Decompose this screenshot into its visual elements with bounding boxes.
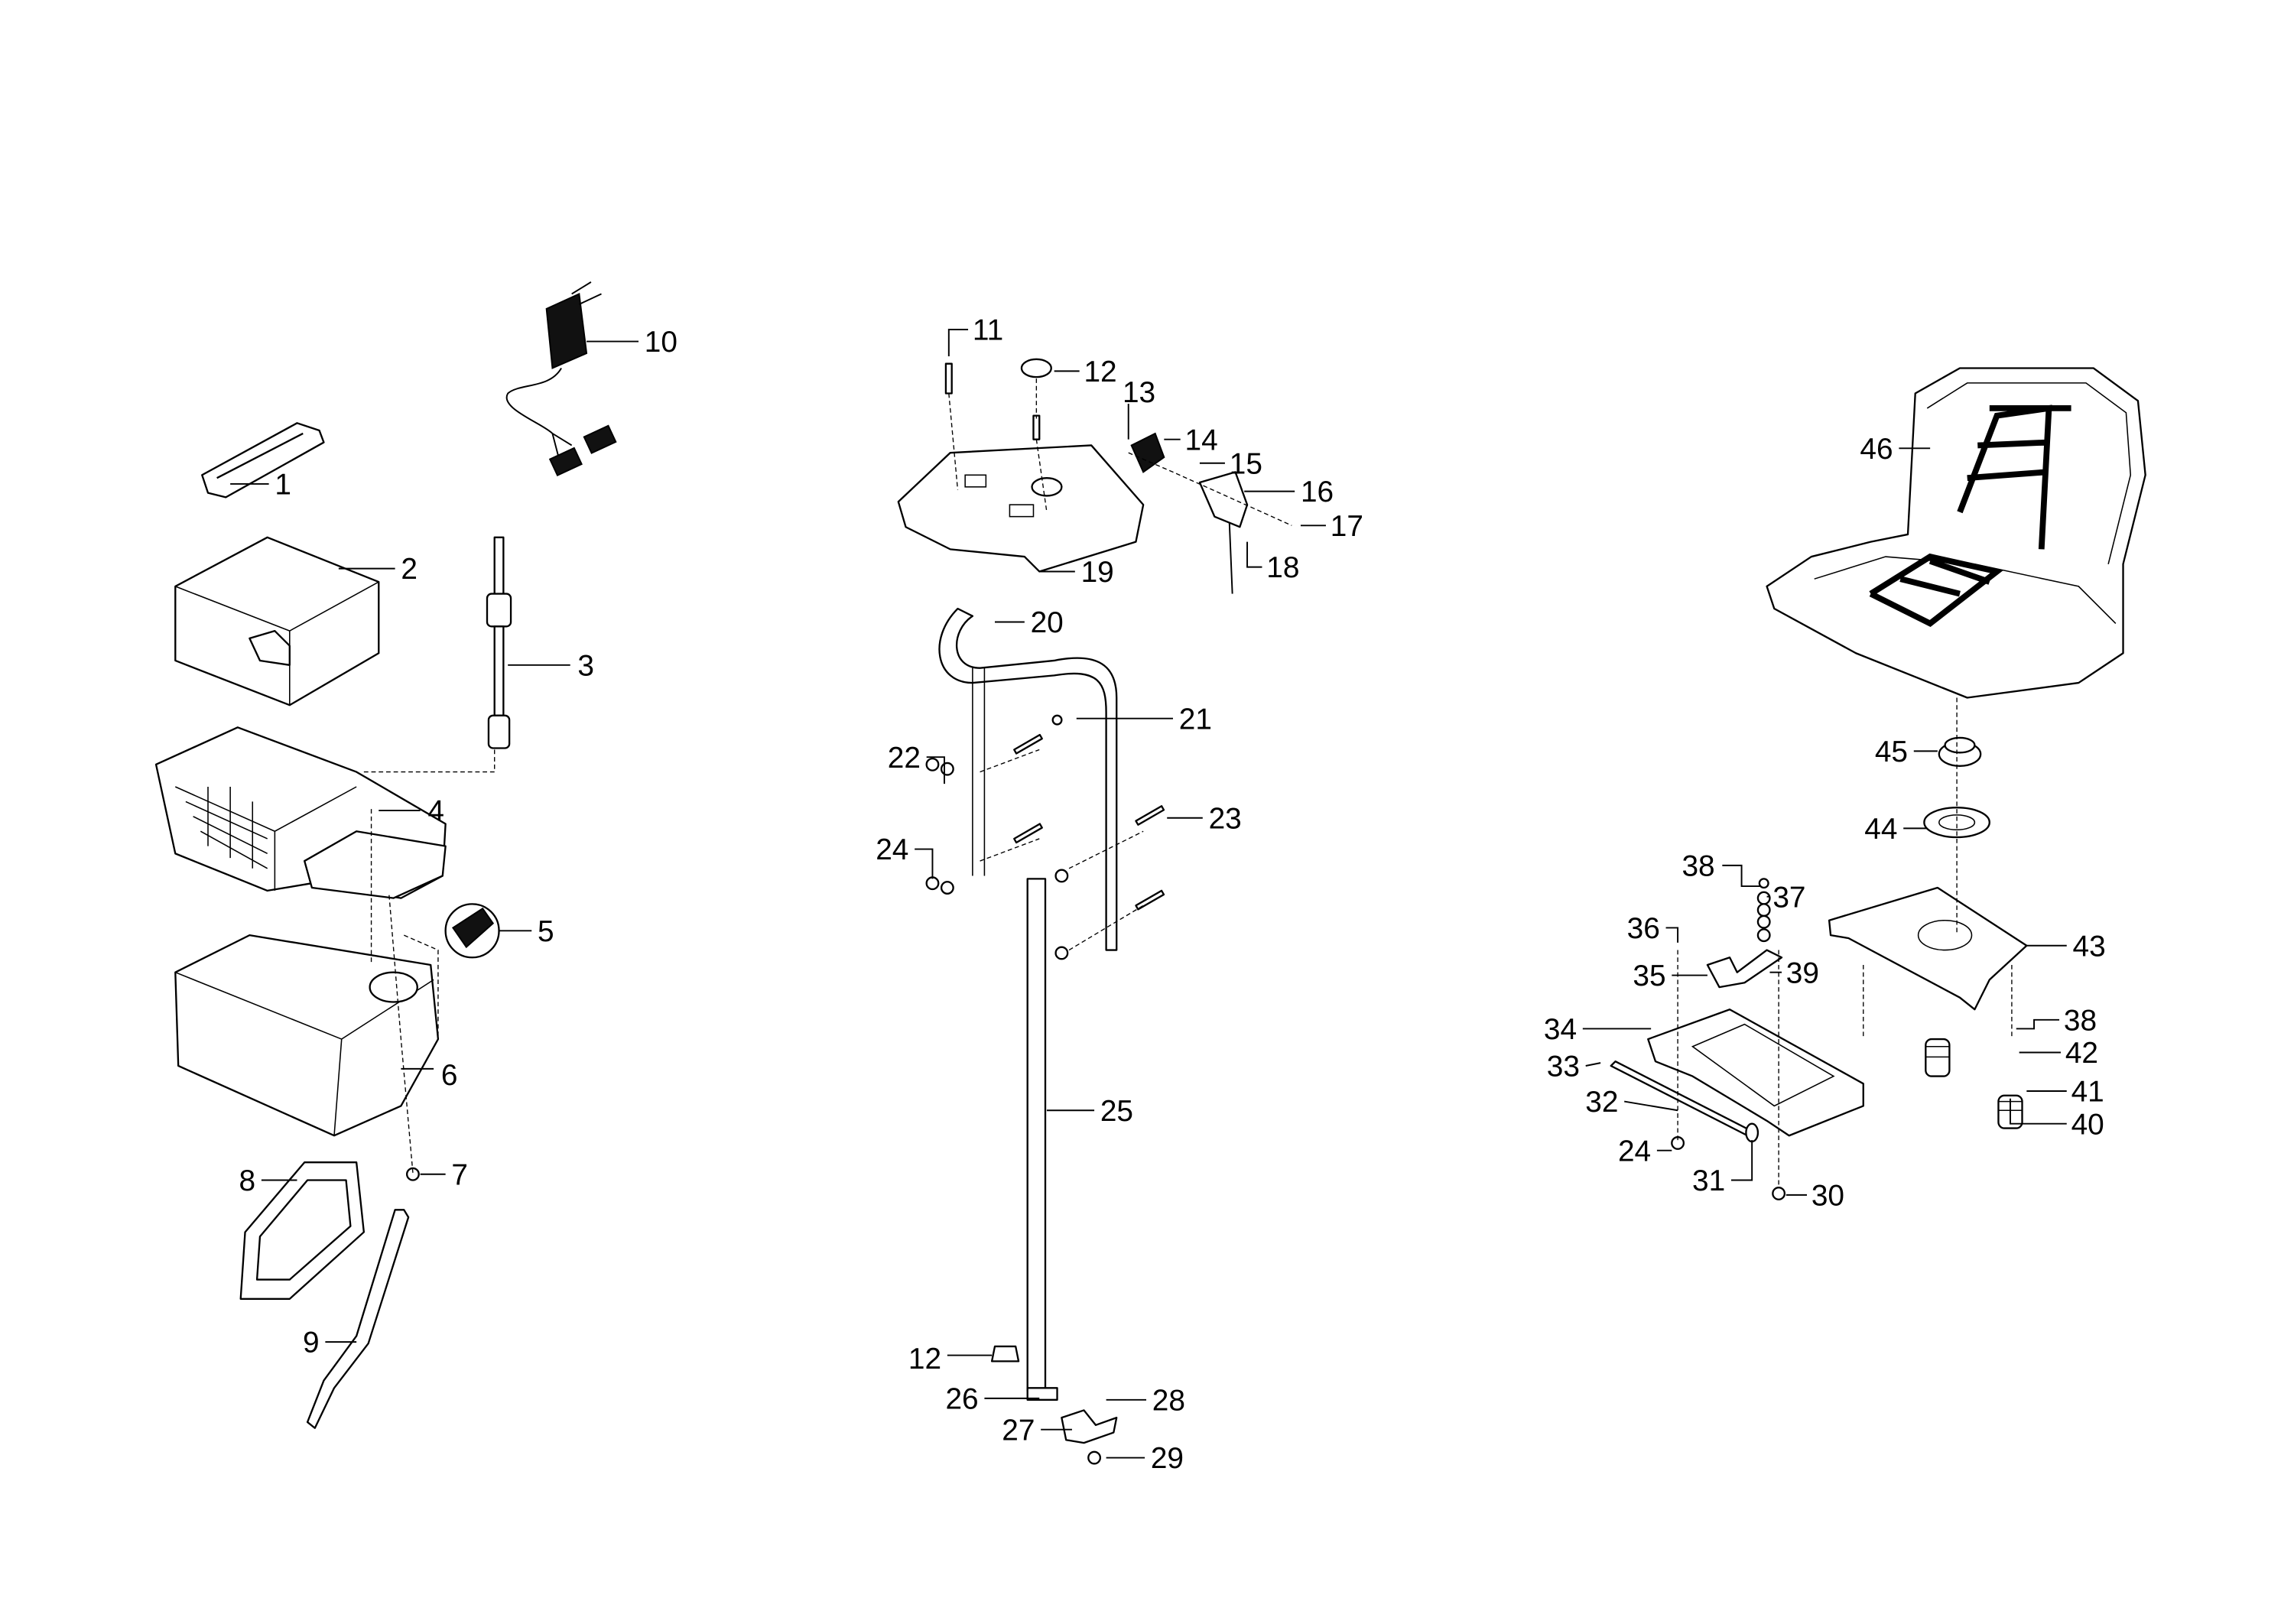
part-45-swivel xyxy=(1938,736,1982,767)
callout-39: 39 xyxy=(1786,957,1819,989)
part-43-seat-plate xyxy=(1828,886,2028,1011)
callout-26: 26 xyxy=(945,1382,978,1415)
part-35-bracket xyxy=(1706,949,1783,989)
callout-13: 13 xyxy=(1123,376,1155,409)
callout-12: 12 xyxy=(1084,356,1116,388)
callout-leader-line xyxy=(915,848,934,879)
part-3-sensor xyxy=(486,536,512,749)
callout-3: 3 xyxy=(577,649,594,682)
callout-7: 7 xyxy=(451,1158,468,1191)
callout-33: 33 xyxy=(1547,1051,1580,1083)
part-14-knob xyxy=(1130,432,1165,473)
part-27-bracket xyxy=(1061,1409,1118,1444)
callout-14: 14 xyxy=(1185,424,1218,456)
part-31-pin-head xyxy=(1745,1122,1759,1143)
callout-leader-line xyxy=(2016,1018,2060,1030)
part-46-seat xyxy=(1766,367,2146,699)
callout-leader-line xyxy=(1246,541,1262,568)
callout-5: 5 xyxy=(538,915,554,948)
part-25-steering-tube xyxy=(1026,878,1058,1401)
callout-18: 18 xyxy=(1266,551,1299,584)
callout-23: 23 xyxy=(1209,802,1242,835)
callout-45: 45 xyxy=(1875,736,1908,768)
callout-leader-line xyxy=(1665,927,1679,943)
callout-leader-line xyxy=(1585,1062,1601,1067)
part-44-mount-ring xyxy=(1923,807,1990,839)
part-4-battery-tray xyxy=(154,726,447,899)
callout-44: 44 xyxy=(1864,813,1897,846)
callout-9: 9 xyxy=(303,1327,320,1359)
part-16-switch-bracket xyxy=(1198,471,1249,528)
callout-leader-line xyxy=(2010,1098,2067,1125)
callout-leader-line xyxy=(926,756,945,784)
fasteners xyxy=(925,714,1165,960)
callout-24: 24 xyxy=(1618,1135,1651,1168)
callout-21: 21 xyxy=(1179,703,1212,736)
callout-36: 36 xyxy=(1627,912,1660,945)
callout-27: 27 xyxy=(1002,1414,1035,1447)
callout-19: 19 xyxy=(1081,556,1114,589)
assembly-lines xyxy=(363,378,2013,1188)
callout-37: 37 xyxy=(1772,881,1805,914)
callout-16: 16 xyxy=(1301,476,1334,508)
part-drawings xyxy=(154,281,2146,1465)
part-11-bolt xyxy=(944,362,953,395)
callout-25: 25 xyxy=(1100,1095,1133,1128)
callout-1: 1 xyxy=(275,469,291,502)
callout-12: 12 xyxy=(908,1343,941,1376)
part-12-screw xyxy=(1032,414,1041,440)
callout-35: 35 xyxy=(1633,960,1665,992)
callout-29: 29 xyxy=(1151,1442,1184,1475)
callout-34: 34 xyxy=(1544,1013,1577,1046)
callout-leader-line xyxy=(1722,864,1761,888)
part-5-knob xyxy=(444,903,500,959)
part-30-nut xyxy=(1772,1187,1786,1200)
part-37-washers xyxy=(1756,878,1771,943)
part-8-frame xyxy=(239,1161,366,1300)
callout-40: 40 xyxy=(2071,1108,2104,1141)
callout-38: 38 xyxy=(2064,1004,2097,1037)
part-19-plate xyxy=(897,444,1145,573)
callout-11: 11 xyxy=(973,314,1003,347)
callout-41: 41 xyxy=(2071,1076,2104,1109)
callout-8: 8 xyxy=(239,1164,256,1197)
callout-30: 30 xyxy=(1811,1179,1844,1212)
part-12-cap-lower xyxy=(990,1345,1020,1363)
part-9-hose xyxy=(306,1209,410,1429)
part-20-handle-frame xyxy=(938,607,1118,951)
callout-22: 22 xyxy=(888,742,921,775)
part-7-fitting xyxy=(405,1167,420,1181)
part-12-cap xyxy=(1020,358,1052,378)
callout-6: 6 xyxy=(441,1059,458,1092)
callout-leader-line xyxy=(947,329,969,356)
callout-2: 2 xyxy=(401,553,418,586)
part-1-bracket xyxy=(201,422,325,499)
part-6-fuel-tank xyxy=(174,934,440,1137)
part-2-battery xyxy=(174,536,380,706)
callout-leader-line xyxy=(1730,1140,1753,1181)
part-34-seat-frame xyxy=(1647,1009,1864,1137)
callout-43: 43 xyxy=(2073,930,2106,963)
callout-leader-line xyxy=(1624,1100,1678,1112)
callout-42: 42 xyxy=(2065,1037,2098,1070)
part-10-charger xyxy=(505,281,617,477)
callout-20: 20 xyxy=(1031,606,1064,639)
callout-32: 32 xyxy=(1585,1086,1618,1119)
callout-46: 46 xyxy=(1860,433,1893,466)
part-29-screw xyxy=(1087,1450,1102,1465)
callout-17: 17 xyxy=(1331,510,1363,543)
part-40-41-springs xyxy=(1925,1038,2023,1129)
callout-38: 38 xyxy=(1682,849,1714,882)
callout-10: 10 xyxy=(645,326,677,359)
callout-4: 4 xyxy=(427,795,444,828)
callout-15: 15 xyxy=(1230,447,1262,480)
callout-24: 24 xyxy=(876,833,908,866)
callout-28: 28 xyxy=(1152,1384,1185,1417)
callout-31: 31 xyxy=(1692,1164,1725,1197)
